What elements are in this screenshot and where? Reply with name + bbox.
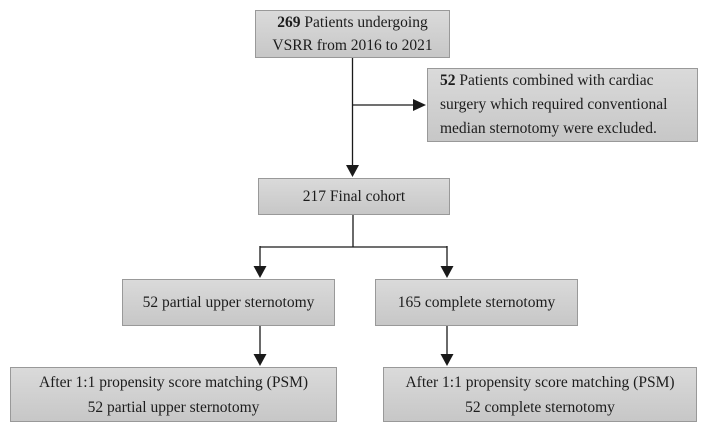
node-partial-sternotomy: 52 partial upper sternotomy bbox=[122, 279, 335, 326]
node-initial-cohort: 269 Patients undergoing VSRR from 2016 t… bbox=[255, 10, 450, 58]
arrow-to-complete-head bbox=[440, 266, 454, 278]
node-psm-partial: After 1:1 propensity score matching (PSM… bbox=[10, 367, 337, 422]
node-complete-label: 165 complete sternotomy bbox=[397, 294, 556, 311]
arrow-complete-to-psm-head bbox=[440, 354, 454, 366]
node-final-cohort: 217 Final cohort bbox=[258, 178, 450, 215]
node-excluded-line2: surgery which required conventional bbox=[440, 96, 668, 113]
node-psm-complete: After 1:1 propensity score matching (PSM… bbox=[383, 367, 697, 422]
arrow-to-excluded-head bbox=[413, 99, 426, 111]
node-complete-sternotomy: 165 complete sternotomy bbox=[375, 279, 578, 326]
node-excluded-line3: median sternotomy were excluded. bbox=[440, 120, 657, 137]
arrow-initial-to-final-head bbox=[346, 165, 359, 177]
node-initial-line1: 269 Patients undergoing bbox=[277, 14, 428, 31]
node-psm-complete-line2: 52 complete sternotomy bbox=[465, 398, 615, 416]
node-final-cohort-label: 217 Final cohort bbox=[302, 188, 406, 205]
arrow-partial-to-psm-head bbox=[253, 354, 267, 366]
node-initial-line2: VSRR from 2016 to 2021 bbox=[272, 37, 433, 54]
node-excluded-line1: 52 Patients combined with cardiac bbox=[440, 72, 654, 89]
node-psm-partial-line1: After 1:1 propensity score matching (PSM… bbox=[38, 373, 309, 391]
initial-count: 269 bbox=[277, 14, 301, 31]
node-psm-partial-line2: 52 partial upper sternotomy bbox=[87, 398, 260, 416]
node-excluded-patients: 52 Patients combined with cardiac surger… bbox=[427, 68, 698, 142]
arrow-to-partial-head bbox=[253, 266, 267, 278]
node-partial-label: 52 partial upper sternotomy bbox=[142, 294, 315, 311]
node-psm-complete-line1: After 1:1 propensity score matching (PSM… bbox=[405, 373, 675, 391]
excluded-count: 52 bbox=[440, 72, 456, 89]
